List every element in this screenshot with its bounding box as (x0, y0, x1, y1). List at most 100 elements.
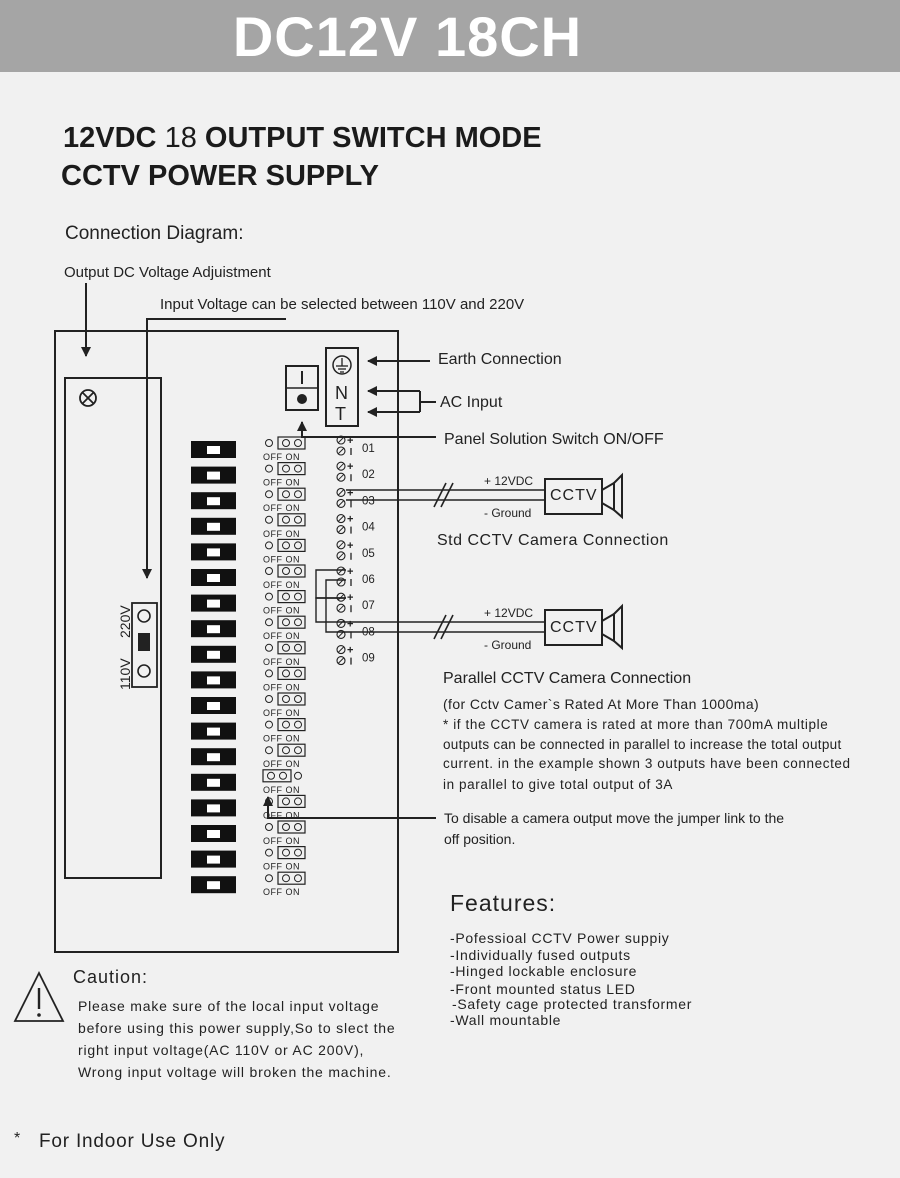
heading-prefix: 12VDC (63, 122, 157, 154)
off-on-label: OFF ON (263, 734, 300, 744)
off-on-label: OFF ON (263, 478, 300, 488)
off-on-label: OFF ON (263, 657, 300, 667)
jumper: OFF ON (263, 436, 306, 462)
voltage-selector (131, 602, 158, 688)
fuse-led (191, 441, 236, 458)
caution-line: right input voltage(AC 110V or AC 200V), (78, 1042, 365, 1058)
label-220v: 220V (117, 605, 133, 638)
output-terminal: +01 (336, 435, 375, 456)
adjust-pot-icon (79, 389, 97, 407)
svg-text:+: + (347, 461, 353, 473)
par-ground-label: - Ground (484, 638, 532, 652)
par-cctv-label: CCTV (550, 619, 598, 636)
disable-line-1: To disable a camera output move the jump… (444, 810, 785, 826)
features-title: Features: (450, 890, 557, 916)
std-cctv-label: CCTV (550, 487, 598, 504)
fuse-led (191, 748, 236, 766)
fuse-column (191, 441, 236, 894)
earth-label: Earth Connection (438, 351, 562, 368)
input-voltage-label: Input Voltage can be selected between 11… (160, 296, 525, 313)
module-box (64, 377, 162, 879)
terminal-number: 01 (362, 443, 375, 455)
note-line-4: in parallel to give total output of 3A (443, 777, 673, 792)
banner-title: DC12V 18CH (232, 5, 583, 68)
output-terminal: +02 (336, 461, 375, 482)
ac-terminal (325, 347, 359, 427)
feature-item: -Pofessioal CCTV Power suppiy (450, 930, 670, 946)
svg-text:+: + (347, 618, 353, 630)
feature-item: -Safety cage protected transformer (452, 996, 693, 1012)
jumper: OFF ON (263, 794, 306, 820)
off-on-label: OFF ON (263, 785, 300, 795)
off-on-label: OFF ON (263, 529, 300, 539)
rated-note: (for Cctv Camer`s Rated At More Than 100… (443, 696, 760, 712)
fuse-led (191, 722, 236, 740)
terminal-number: 09 (362, 653, 375, 665)
par-plus-label: + 12VDC (484, 606, 534, 620)
svg-text:+: + (347, 487, 353, 499)
fuse-led (191, 645, 236, 663)
off-on-label: OFF ON (263, 810, 300, 820)
off-on-label: OFF ON (263, 580, 300, 590)
fuse-led (191, 517, 236, 535)
power-switch (285, 365, 319, 411)
parallel-camera-wiring (315, 569, 623, 651)
output-terminal: +06 (336, 566, 375, 587)
off-on-label: OFF ON (263, 606, 300, 616)
fuse-led (191, 799, 236, 817)
std-camera-wiring (346, 472, 623, 520)
disable-arrow (263, 796, 436, 819)
terminal-number: 06 (362, 574, 375, 586)
fuse-led (191, 594, 236, 612)
jumper: OFF ON (263, 666, 306, 692)
caution-title: Caution: (73, 967, 149, 987)
parallel-connection-label: Parallel CCTV Camera Connection (443, 670, 692, 687)
feature-item: -Individually fused outputs (450, 947, 631, 963)
fuse-led (191, 876, 236, 894)
terminal-number: 05 (362, 548, 375, 560)
jumper: OFF ON (263, 820, 306, 846)
fuse-led (191, 825, 236, 842)
output-terminal: +07 (336, 592, 375, 613)
jumper: OFF ON (263, 462, 306, 488)
jumper: OFF ON (263, 871, 306, 897)
footer-star: * (14, 1130, 21, 1147)
fuse-led (191, 671, 236, 689)
note-line-3: current. in the example shown 3 outputs … (443, 756, 851, 771)
feature-item: -Front mounted status LED (450, 981, 636, 997)
feature-item: -Wall mountable (450, 1012, 562, 1028)
note-line-2: outputs can be connected in parallel to … (443, 737, 842, 752)
off-on-label: OFF ON (263, 708, 300, 718)
caution-line: before using this power supply,So to sle… (78, 1020, 396, 1036)
svg-text:+: + (347, 514, 353, 526)
fuse-led (191, 466, 236, 484)
input-voltage-arrow (142, 318, 286, 579)
fuse-led (191, 569, 236, 586)
svg-text:+: + (347, 645, 353, 657)
ac-input-label: AC Input (440, 394, 503, 411)
svg-text:+: + (347, 566, 353, 578)
output-terminal: +05 (336, 540, 375, 561)
off-on-label: OFF ON (263, 631, 300, 641)
std-connection-label: Std CCTV Camera Connection (437, 532, 669, 549)
std-ground-label: - Ground (484, 506, 532, 520)
feature-item: -Hinged lockable enclosure (450, 963, 638, 979)
note-line-1: * if the CCTV camera is rated at more th… (443, 717, 829, 732)
jumper: OFF ON (263, 641, 306, 667)
fuse-led (191, 543, 236, 561)
off-on-label: OFF ON (263, 554, 300, 564)
warning-icon (13, 970, 65, 1022)
terminal-number: 07 (362, 600, 375, 612)
jumper: OFF ON (263, 538, 306, 564)
caution-line: Wrong input voltage will broken the mach… (78, 1064, 392, 1080)
jumper: OFF ON (263, 845, 306, 872)
terminal-number: 04 (362, 522, 375, 534)
output-terminal: +09 (336, 645, 375, 666)
jumper: OFF ON (262, 769, 302, 795)
terminal-number: 03 (362, 495, 375, 507)
std-plus-label: + 12VDC (484, 474, 534, 488)
terminal-n: N (335, 383, 348, 403)
off-on-label: OFF ON (263, 759, 300, 769)
jumper: OFF ON (263, 615, 306, 641)
